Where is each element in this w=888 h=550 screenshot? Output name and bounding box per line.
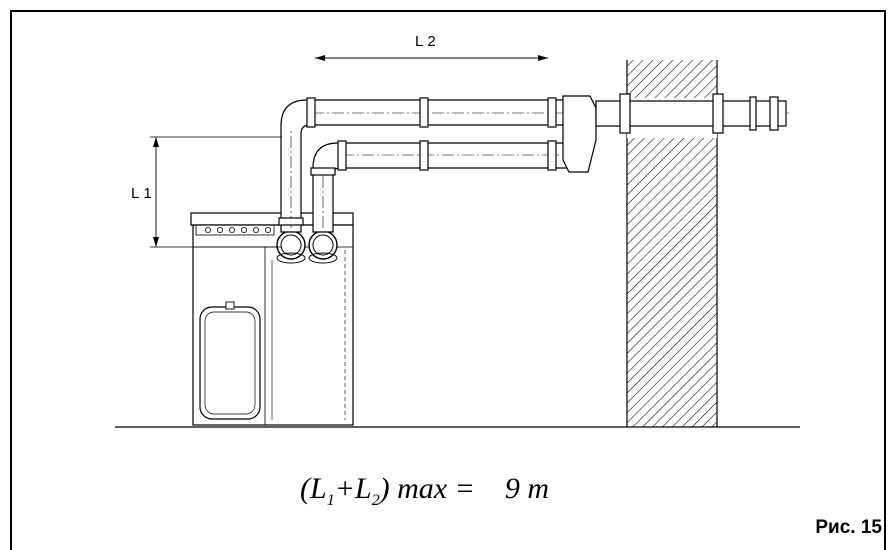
formula-sub-2: 2	[371, 492, 380, 509]
l1-dimension: L1	[131, 136, 282, 248]
l2-label: L2	[415, 33, 440, 50]
formula-sub-1: 1	[326, 492, 335, 509]
boiler	[190, 212, 354, 426]
formula-plus: +L	[334, 472, 372, 505]
figure-label: Рис. 15	[815, 517, 882, 538]
flue-pipes	[278, 93, 790, 233]
formula-value: 9 m	[504, 472, 550, 505]
formula-close: ) max =	[379, 472, 475, 505]
figure-frame	[10, 10, 886, 550]
l2-dimension: L2	[315, 33, 548, 61]
l1-label: L1	[131, 185, 156, 202]
formula-open: (L	[300, 472, 327, 505]
length-formula: (L1+L2) max = 9 m	[300, 472, 549, 510]
